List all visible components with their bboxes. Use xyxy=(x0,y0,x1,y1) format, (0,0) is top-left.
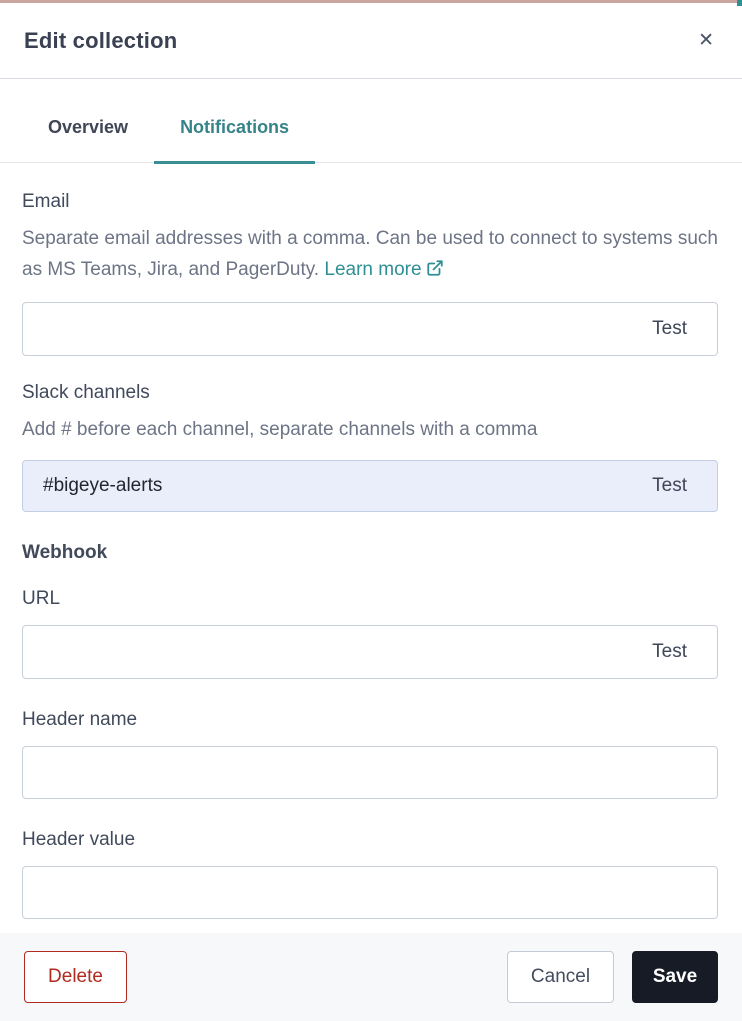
url-label: URL xyxy=(22,588,61,609)
email-input-box: Test xyxy=(22,302,718,356)
external-link-icon xyxy=(426,256,444,287)
header-name-input[interactable] xyxy=(43,747,697,798)
tab-overview[interactable]: Overview xyxy=(22,97,154,164)
header-name-input-box xyxy=(22,746,718,799)
header-name-label: Header name xyxy=(22,709,138,730)
tab-notifications[interactable]: Notifications xyxy=(154,97,316,164)
email-label: Email xyxy=(22,191,70,212)
webhook-label: Webhook xyxy=(22,542,108,563)
page-top-strip xyxy=(0,0,742,3)
email-description: Separate email addresses with a comma. C… xyxy=(22,223,718,287)
background-accent-dot xyxy=(737,0,742,6)
email-input[interactable] xyxy=(43,303,653,355)
close-icon[interactable]: ✕ xyxy=(694,27,718,54)
modal-footer: Delete Cancel Save xyxy=(0,933,742,1021)
learn-more-label: Learn more xyxy=(324,259,422,280)
header-value-input-box xyxy=(22,866,718,919)
modal-header: Edit collection ✕ xyxy=(0,3,742,79)
slack-description: Add # before each channel, separate chan… xyxy=(22,419,538,440)
notifications-panel: Email Separate email addresses with a co… xyxy=(0,191,742,919)
url-input-box: Test xyxy=(22,625,718,679)
tab-bar: Overview Notifications xyxy=(0,97,742,164)
slack-test-button[interactable]: Test xyxy=(652,475,687,496)
slack-channels-label: Slack channels xyxy=(22,382,150,403)
url-test-button[interactable]: Test xyxy=(652,641,687,662)
cancel-button[interactable]: Cancel xyxy=(507,951,614,1003)
learn-more-link[interactable]: Learn more xyxy=(324,259,443,280)
save-button[interactable]: Save xyxy=(632,951,718,1003)
header-value-label: Header value xyxy=(22,829,136,850)
email-test-button[interactable]: Test xyxy=(652,318,687,339)
webhook-url-input[interactable] xyxy=(43,626,653,678)
modal-title: Edit collection xyxy=(24,27,178,53)
slack-channels-input[interactable] xyxy=(43,461,653,511)
delete-button[interactable]: Delete xyxy=(24,951,127,1003)
slack-input-box: Test xyxy=(22,460,718,512)
header-value-input[interactable] xyxy=(43,867,697,918)
email-description-text: Separate email addresses with a comma. C… xyxy=(22,228,718,280)
